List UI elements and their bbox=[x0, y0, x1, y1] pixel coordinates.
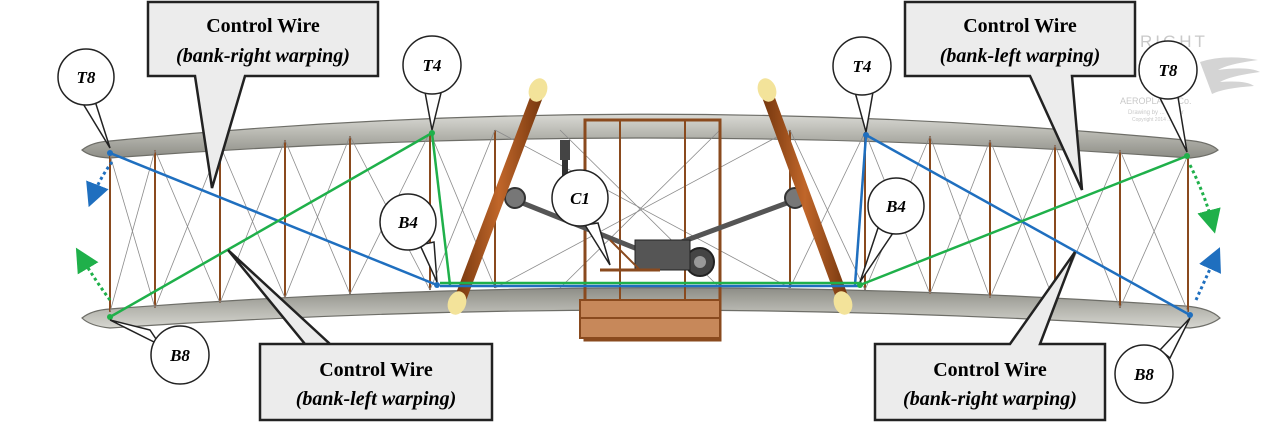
callout-title: Control Wire bbox=[206, 15, 320, 37]
callout-subtitle: (bank-right warping) bbox=[176, 45, 350, 67]
right-propeller bbox=[757, 78, 853, 315]
point-label: T8 bbox=[1159, 61, 1178, 80]
point-label: T4 bbox=[853, 57, 872, 76]
point-label: T4 bbox=[423, 56, 442, 75]
green-wire-left-vertical bbox=[430, 132, 452, 286]
bubble-b8-left: B8 bbox=[109, 319, 210, 385]
green-wire-right bbox=[859, 154, 1188, 287]
bracing-wires bbox=[109, 129, 1189, 313]
watermark-copyright: Copyright 2014 ... bbox=[1132, 117, 1171, 123]
callout-title: Control Wire bbox=[319, 359, 433, 381]
callout-subtitle: (bank-left warping) bbox=[296, 388, 457, 410]
point-label: B4 bbox=[397, 213, 418, 232]
point-label: B4 bbox=[885, 197, 906, 216]
point-label: B8 bbox=[1133, 365, 1154, 384]
callout-subtitle: (bank-right warping) bbox=[903, 388, 1077, 410]
left-propeller bbox=[447, 78, 548, 315]
bubble-b4-right: B4 bbox=[859, 177, 925, 283]
callout-bottom-right: Control Wire (bank-right warping) bbox=[873, 251, 1107, 422]
callout-bottom-left: Control Wire (bank-left warping) bbox=[227, 249, 494, 422]
bubble-t4-right: T4 bbox=[832, 36, 892, 133]
green-wire-left bbox=[109, 131, 433, 319]
bubble-t8-left: T8 bbox=[57, 48, 115, 149]
bubble-t4-left: T4 bbox=[402, 35, 462, 131]
bubble-b4-left: B4 bbox=[379, 193, 438, 283]
watermark-company: AEROPLANE Co. bbox=[1120, 96, 1192, 106]
warp-arrow-right-top bbox=[1188, 164, 1221, 234]
warp-arrow-left-top bbox=[86, 161, 114, 208]
control-wires bbox=[109, 131, 1191, 319]
bubble-c1: C1 bbox=[551, 169, 611, 266]
wing-logo-icon bbox=[1200, 57, 1260, 94]
watermark-credit: Drawing by ... Engler bbox=[1128, 110, 1184, 116]
callout-title: Control Wire bbox=[963, 15, 1077, 37]
point-label: T8 bbox=[77, 68, 96, 87]
bubble-t8-right: T8 bbox=[1138, 40, 1198, 153]
warp-arrow-left-bottom bbox=[75, 247, 112, 301]
warp-arrow-right-bottom bbox=[1194, 247, 1221, 301]
point-label: B8 bbox=[169, 346, 190, 365]
blue-wire-right-vertical bbox=[853, 134, 868, 286]
bubble-b8-right: B8 bbox=[1114, 317, 1191, 404]
callout-subtitle: (bank-left warping) bbox=[940, 45, 1101, 67]
attachment-points bbox=[107, 130, 1193, 320]
blue-wire-left bbox=[109, 151, 438, 287]
callout-top-left: Control Wire (bank-right warping) bbox=[146, 0, 380, 189]
point-label: C1 bbox=[570, 189, 590, 208]
center-frame bbox=[504, 118, 806, 342]
blue-wire-right bbox=[865, 133, 1191, 317]
callout-title: Control Wire bbox=[933, 359, 1047, 381]
wing-struts bbox=[109, 130, 1189, 312]
callout-top-right: Control Wire (bank-left warping) bbox=[903, 0, 1137, 191]
